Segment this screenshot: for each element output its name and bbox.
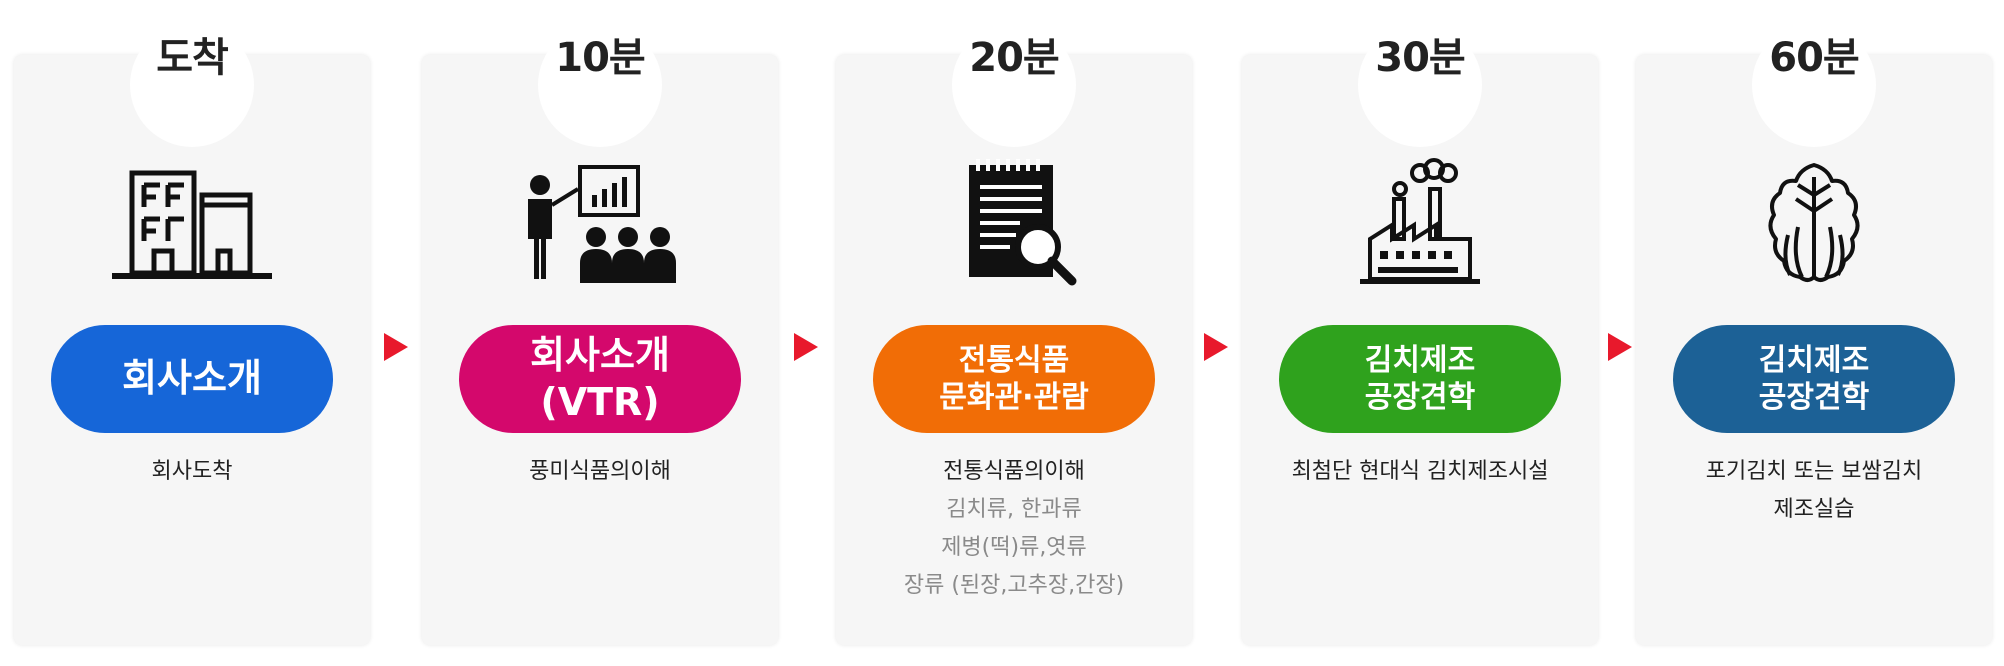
step-description: 전통식품의이해 김치류, 한과류 제병(떡)류,엿류 장류 (된장,고추장,간장… [836, 453, 1192, 605]
step-notch [130, 23, 254, 147]
step-desc-line: 풍미식품의이해 [529, 459, 671, 484]
step-title-line: 회사소개 [122, 356, 262, 401]
step-title-pill: 회사소개 (VTR) [459, 325, 741, 433]
arrow-icon [1608, 333, 1632, 361]
step-sub-line: 김치류, 한과류 [946, 497, 1082, 522]
step-sub-line: 장류 (된장,고추장,간장) [903, 573, 1125, 598]
step-title-pill: 김치제조 공장견학 [1279, 325, 1561, 433]
step-title-line: (VTR) [540, 380, 660, 424]
step-description: 풍미식품의이해 [422, 453, 778, 491]
document-search-icon [914, 155, 1114, 295]
step-card-20min: 20분 [836, 23, 1192, 645]
step-card-10min: 10분 [422, 23, 778, 645]
step-title-line: 문화관·관람 [939, 380, 1089, 415]
factory-icon [1320, 155, 1520, 295]
presentation-icon [500, 155, 700, 295]
step-card-arrival: 도착 회사소개 회사도착 [14, 23, 370, 645]
step-desc-line: 제조실습 [1773, 497, 1855, 522]
step-title-pill: 전통식품 문화관·관람 [873, 325, 1155, 433]
step-notch [1358, 23, 1482, 147]
cabbage-icon [1714, 155, 1914, 295]
step-description: 최첨단 현대식 김치제조시설 [1242, 453, 1598, 491]
arrow-icon [1204, 333, 1228, 361]
step-notch [1752, 23, 1876, 147]
building-icon [92, 155, 292, 295]
step-title-line: 공장견학 [1758, 380, 1870, 415]
step-title-line: 회사소개 [530, 332, 670, 377]
step-title-line: 김치제조 [1364, 342, 1476, 378]
step-time: 60분 [1769, 35, 1859, 81]
step-title-line: 공장견학 [1364, 380, 1476, 415]
step-title-pill: 회사소개 [51, 325, 333, 433]
step-title-pill: 김치제조 공장견학 [1673, 325, 1955, 433]
step-desc-line: 전통식품의이해 [943, 459, 1085, 484]
step-desc-line: 회사도착 [151, 459, 233, 484]
step-time: 30분 [1375, 35, 1465, 81]
step-desc-line: 최첨단 현대식 김치제조시설 [1291, 459, 1549, 484]
step-sub-line: 제병(떡)류,엿류 [941, 535, 1087, 560]
step-desc-line: 포기김치 또는 보쌈김치 [1705, 459, 1923, 484]
step-card-30min: 30분 [1242, 23, 1598, 645]
arrow-icon [384, 333, 408, 361]
step-description: 포기김치 또는 보쌈김치 제조실습 [1636, 453, 1992, 529]
step-time: 20분 [969, 35, 1059, 81]
step-time: 10분 [555, 35, 645, 81]
step-card-60min: 60분 김치제조 공장견학 포기김치 또는 보쌈김치 제조실습 [1636, 23, 1992, 645]
arrow-icon [794, 333, 818, 361]
step-time: 도착 [156, 35, 229, 81]
step-description: 회사도착 [14, 453, 370, 491]
step-notch [952, 23, 1076, 147]
step-title-line: 전통식품 [958, 342, 1070, 378]
step-title-line: 김치제조 [1758, 342, 1870, 378]
step-notch [538, 23, 662, 147]
